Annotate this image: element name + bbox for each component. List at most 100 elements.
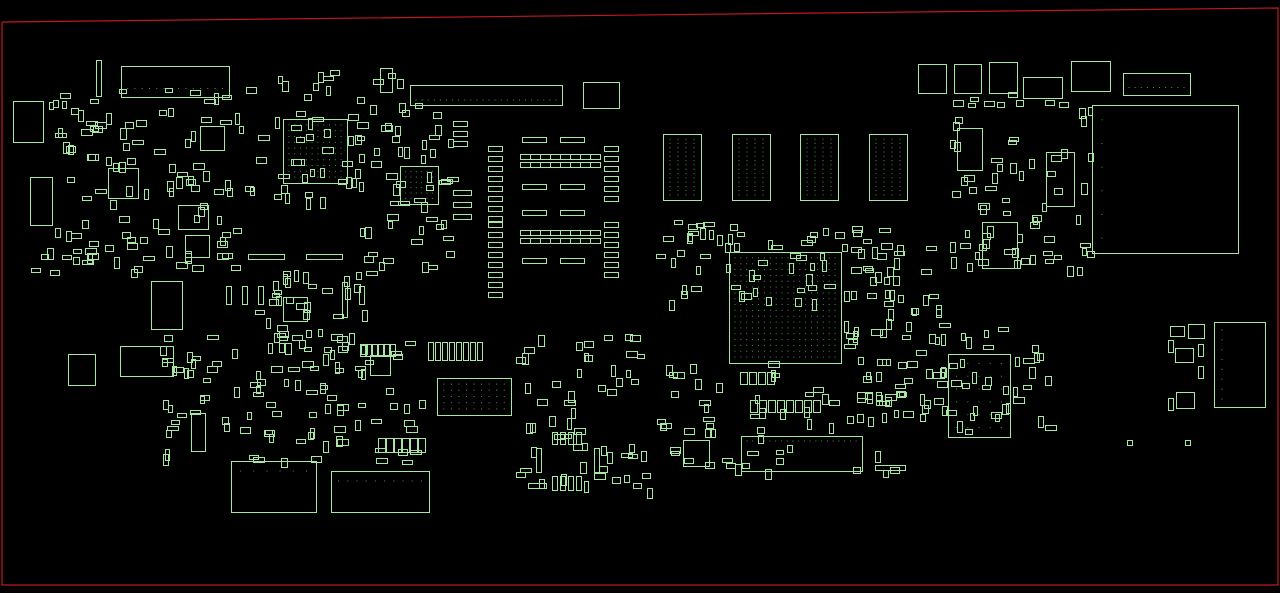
pin-pad: [752, 286, 754, 288]
capacitor: [470, 342, 476, 361]
passive-component: [776, 458, 784, 465]
passive-component: [703, 222, 715, 227]
pin-pad: [677, 172, 679, 174]
passive-component: [669, 372, 678, 378]
pin-pad: [1101, 143, 1103, 144]
passive-component: [987, 226, 994, 238]
passive-component: [225, 180, 231, 191]
pin-pad: [488, 396, 490, 397]
passive-component: [516, 357, 526, 364]
pin-pad: [740, 274, 742, 276]
passive-component: [1054, 255, 1062, 260]
passive-component: [392, 136, 400, 143]
pin-pad: [752, 327, 754, 329]
resistor: [530, 162, 541, 168]
pin-pad: [811, 333, 812, 335]
resistor: [488, 216, 503, 222]
pin-pad: [185, 88, 187, 89]
pin-pad: [786, 440, 788, 442]
pin-pad: [793, 344, 795, 346]
pin-pad: [775, 292, 777, 294]
component-footprint: [248, 254, 285, 260]
passive-component: [427, 172, 432, 183]
pin-pad: [740, 257, 742, 259]
passive-component: [853, 467, 861, 474]
pin-pad: [746, 172, 748, 174]
passive-component: [940, 368, 947, 378]
passive-component: [55, 133, 67, 138]
pin-pad: [754, 190, 756, 192]
resistor: [520, 230, 531, 236]
passive-component: [304, 347, 312, 352]
passive-component: [771, 370, 776, 382]
passive-component: [361, 345, 368, 355]
pin-pad: [384, 480, 386, 482]
passive-component: [934, 398, 944, 405]
connector: [231, 461, 317, 513]
passive-component: [127, 243, 138, 250]
pin-pad: [834, 298, 836, 300]
passive-component: [687, 233, 693, 244]
passive-component: [190, 410, 201, 415]
pin-pad: [738, 177, 740, 179]
passive-component: [857, 414, 864, 423]
passive-component: [898, 295, 904, 303]
pin-pad: [834, 356, 836, 358]
passive-component: [246, 87, 257, 94]
passive-component: [1045, 100, 1055, 106]
passive-component: [278, 76, 283, 84]
pin-pad: [305, 159, 307, 161]
pin-pad: [891, 160, 893, 162]
pin-pad: [473, 396, 475, 397]
passive-component: [973, 406, 978, 416]
pin-pad: [411, 480, 413, 482]
pin-pad: [473, 408, 475, 410]
pin-pad: [758, 280, 759, 282]
pin-pad: [300, 147, 301, 149]
pin-pad: [834, 315, 836, 317]
component-footprint: [1168, 340, 1174, 353]
passive-component: [965, 230, 970, 238]
pin-pad: [780, 440, 782, 442]
passive-component: [894, 258, 900, 270]
pin-pad: [746, 298, 748, 300]
pin-pad: [431, 176, 433, 178]
resistor: [550, 154, 561, 160]
passive-component: [188, 176, 194, 185]
pin-pad: [814, 168, 816, 170]
pin-pad: [746, 350, 748, 352]
pin-pad: [317, 136, 319, 137]
pin-pad: [677, 142, 679, 144]
pin-pad: [775, 304, 777, 306]
pin-pad: [443, 396, 445, 397]
passive-component: [31, 268, 41, 273]
passive-component: [234, 387, 240, 398]
pin-pad: [799, 309, 801, 311]
pin-pad: [503, 389, 505, 391]
passive-component: [345, 288, 351, 300]
passive-component: [318, 329, 323, 337]
resistor: [604, 156, 619, 162]
pin-pad: [340, 153, 342, 155]
pin-pad: [685, 164, 687, 166]
pin-pad: [734, 344, 736, 346]
resistor: [488, 222, 503, 228]
passive-component: [844, 291, 850, 302]
passive-component: [829, 423, 834, 434]
passive-component: [306, 198, 311, 210]
pin-pad: [805, 304, 807, 306]
passive-component: [1033, 217, 1038, 225]
pin-pad: [305, 141, 307, 143]
pin-pad: [793, 315, 795, 317]
pin-pad: [443, 402, 445, 404]
passive-component: [235, 113, 240, 125]
pin-pad: [192, 88, 194, 89]
passive-component: [320, 197, 326, 209]
pin-pad: [834, 333, 836, 335]
pin-pad: [754, 181, 756, 183]
pin-pad: [746, 190, 748, 192]
pin-pad: [875, 147, 877, 149]
pin-pad: [793, 350, 795, 352]
pin-pad: [738, 194, 740, 196]
